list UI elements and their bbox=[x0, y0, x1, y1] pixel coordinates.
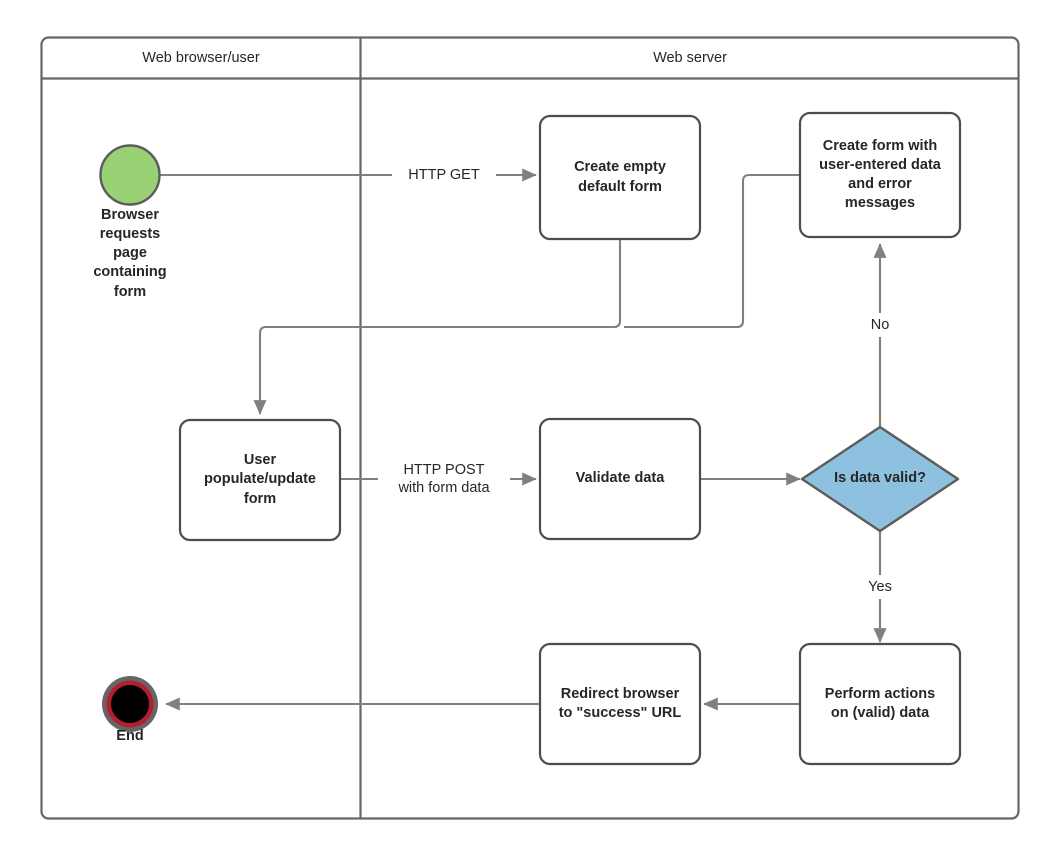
node-user-populate-form-box[interactable] bbox=[178, 418, 342, 542]
swimlane-frame bbox=[40, 36, 1020, 820]
node-redirect-browser-box[interactable] bbox=[538, 642, 702, 766]
edges-layer bbox=[160, 168, 887, 711]
node-end-circle[interactable] bbox=[102, 676, 158, 732]
node-validate-data-box[interactable] bbox=[538, 417, 702, 541]
node-perform-actions-box[interactable] bbox=[798, 642, 962, 766]
edge-empty-form-to-user bbox=[253, 239, 622, 415]
node-create-form-errors-box[interactable] bbox=[798, 111, 962, 239]
node-is-data-valid-diamond[interactable] bbox=[800, 425, 960, 533]
edge-errors-to-user bbox=[624, 173, 800, 329]
node-start-circle[interactable] bbox=[99, 144, 161, 206]
node-create-empty-form-box[interactable] bbox=[538, 114, 702, 241]
swimlane-outer-border bbox=[40, 36, 1020, 820]
